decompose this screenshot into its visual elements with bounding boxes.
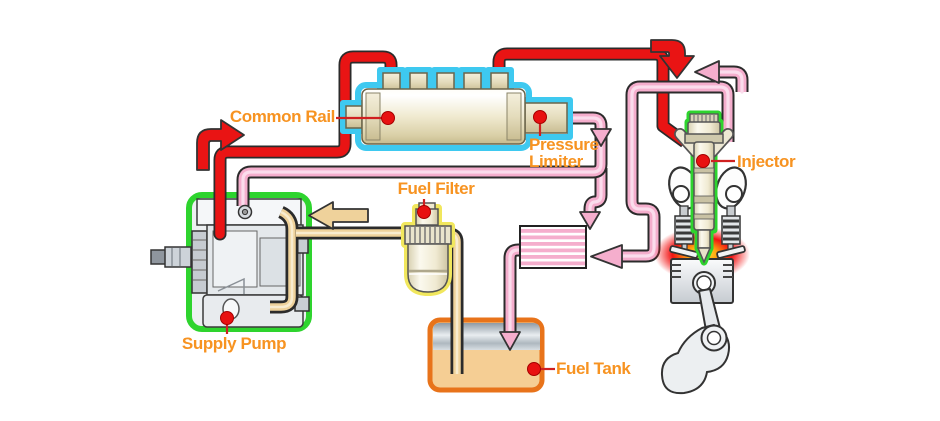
pump-banjo-bolt xyxy=(237,204,253,220)
flow-arrow-pump-out xyxy=(196,119,245,171)
intake-valve xyxy=(668,166,700,259)
flow-arrow-into-cooler-side xyxy=(590,244,623,269)
callout-dot-fuel-tank xyxy=(527,362,541,376)
callout-dot-fuel-filter xyxy=(417,205,431,219)
label-injector: Injector xyxy=(737,152,796,171)
flow-arrow-into-cooler-top xyxy=(579,211,601,230)
label-fuel-tank: Fuel Tank xyxy=(556,359,631,378)
common-rail-body xyxy=(361,88,526,145)
flow-arrows xyxy=(196,39,720,269)
label-supply-pump: Supply Pump xyxy=(181,334,287,353)
tank-fuel-surface xyxy=(433,323,540,350)
pump-shaft xyxy=(164,246,192,268)
fuel-cooler-block xyxy=(519,225,587,269)
callout-dot-common-rail xyxy=(381,111,395,125)
flow-arrow-injector-return xyxy=(694,60,720,84)
pipe-cooler-to-tank xyxy=(499,250,524,351)
filter-ribbed-collar xyxy=(404,225,452,245)
callout-dot-supply-pump xyxy=(220,311,234,325)
flow-arrow-feed xyxy=(308,201,369,230)
flow-arrow-return-down xyxy=(590,128,612,147)
exhaust-valve xyxy=(715,166,747,259)
piston-assembly xyxy=(660,258,734,395)
label-fuel-filter: Fuel Filter xyxy=(397,179,475,198)
common-rail xyxy=(340,67,573,151)
callouts xyxy=(220,110,735,376)
fuel-tank xyxy=(427,317,545,393)
flow-arrow-to-injector xyxy=(650,39,695,79)
label-pressure-limiter: Pressure Limiter xyxy=(529,135,599,171)
callout-dot-pressure-limiter xyxy=(533,110,547,124)
callout-dot-injector xyxy=(696,154,710,168)
filter-canister xyxy=(407,243,449,293)
label-common-rail: Common Rail xyxy=(229,107,336,126)
valve-head xyxy=(716,245,746,259)
flow-arrow-into-tank xyxy=(499,331,521,351)
injector-nozzle xyxy=(696,247,712,264)
